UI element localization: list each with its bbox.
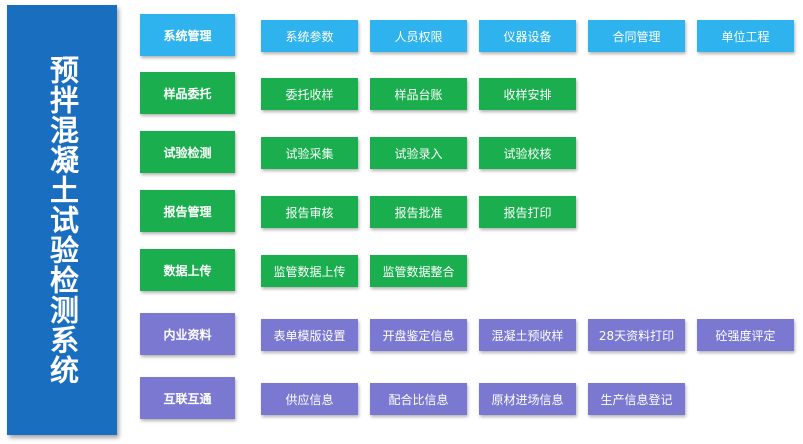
item-report-print[interactable]: 报告打印 xyxy=(479,196,576,228)
category-system-management[interactable]: 系统管理 xyxy=(140,14,235,56)
category-sample-commission[interactable]: 样品委托 xyxy=(140,72,235,114)
item-supply-info[interactable]: 供应信息 xyxy=(261,383,358,415)
item-unit-project[interactable]: 单位工程 xyxy=(697,20,794,52)
item-opening-appraisal[interactable]: 开盘鉴定信息 xyxy=(370,319,467,351)
item-contract-management[interactable]: 合同管理 xyxy=(588,20,685,52)
item-28day-print[interactable]: 28天资料打印 xyxy=(588,319,685,351)
item-strength-evaluation[interactable]: 砼强度评定 xyxy=(697,319,794,351)
item-sample-ledger[interactable]: 样品台账 xyxy=(370,78,467,110)
category-internal-documents[interactable]: 内业资料 xyxy=(140,313,235,355)
item-form-template[interactable]: 表单模版设置 xyxy=(261,319,358,351)
system-title-bar: 预拌混凝土试验检测系统 xyxy=(7,5,117,435)
item-user-permissions[interactable]: 人员权限 xyxy=(370,20,467,52)
item-test-collection[interactable]: 试验采集 xyxy=(261,137,358,169)
item-mix-ratio-info[interactable]: 配合比信息 xyxy=(370,383,467,415)
category-interconnection[interactable]: 互联互通 xyxy=(140,377,235,419)
item-commission-receive[interactable]: 委托收样 xyxy=(261,78,358,110)
item-supervision-integrate[interactable]: 监管数据整合 xyxy=(370,255,467,287)
category-data-upload[interactable]: 数据上传 xyxy=(140,249,235,291)
item-system-params[interactable]: 系统参数 xyxy=(261,20,358,52)
category-test-inspection[interactable]: 试验检测 xyxy=(140,131,235,173)
item-test-check[interactable]: 试验校核 xyxy=(479,137,576,169)
item-test-entry[interactable]: 试验录入 xyxy=(370,137,467,169)
item-report-review[interactable]: 报告审核 xyxy=(261,196,358,228)
category-report-management[interactable]: 报告管理 xyxy=(140,190,235,232)
item-instruments[interactable]: 仪器设备 xyxy=(479,20,576,52)
item-concrete-pre-receive[interactable]: 混凝土预收样 xyxy=(479,319,576,351)
item-production-register[interactable]: 生产信息登记 xyxy=(588,383,685,415)
item-report-approve[interactable]: 报告批准 xyxy=(370,196,467,228)
system-title: 预拌混凝土试验检测系统 xyxy=(45,55,80,385)
item-material-entry-info[interactable]: 原材进场信息 xyxy=(479,383,576,415)
item-supervision-upload[interactable]: 监管数据上传 xyxy=(261,255,358,287)
item-receive-schedule[interactable]: 收样安排 xyxy=(479,78,576,110)
